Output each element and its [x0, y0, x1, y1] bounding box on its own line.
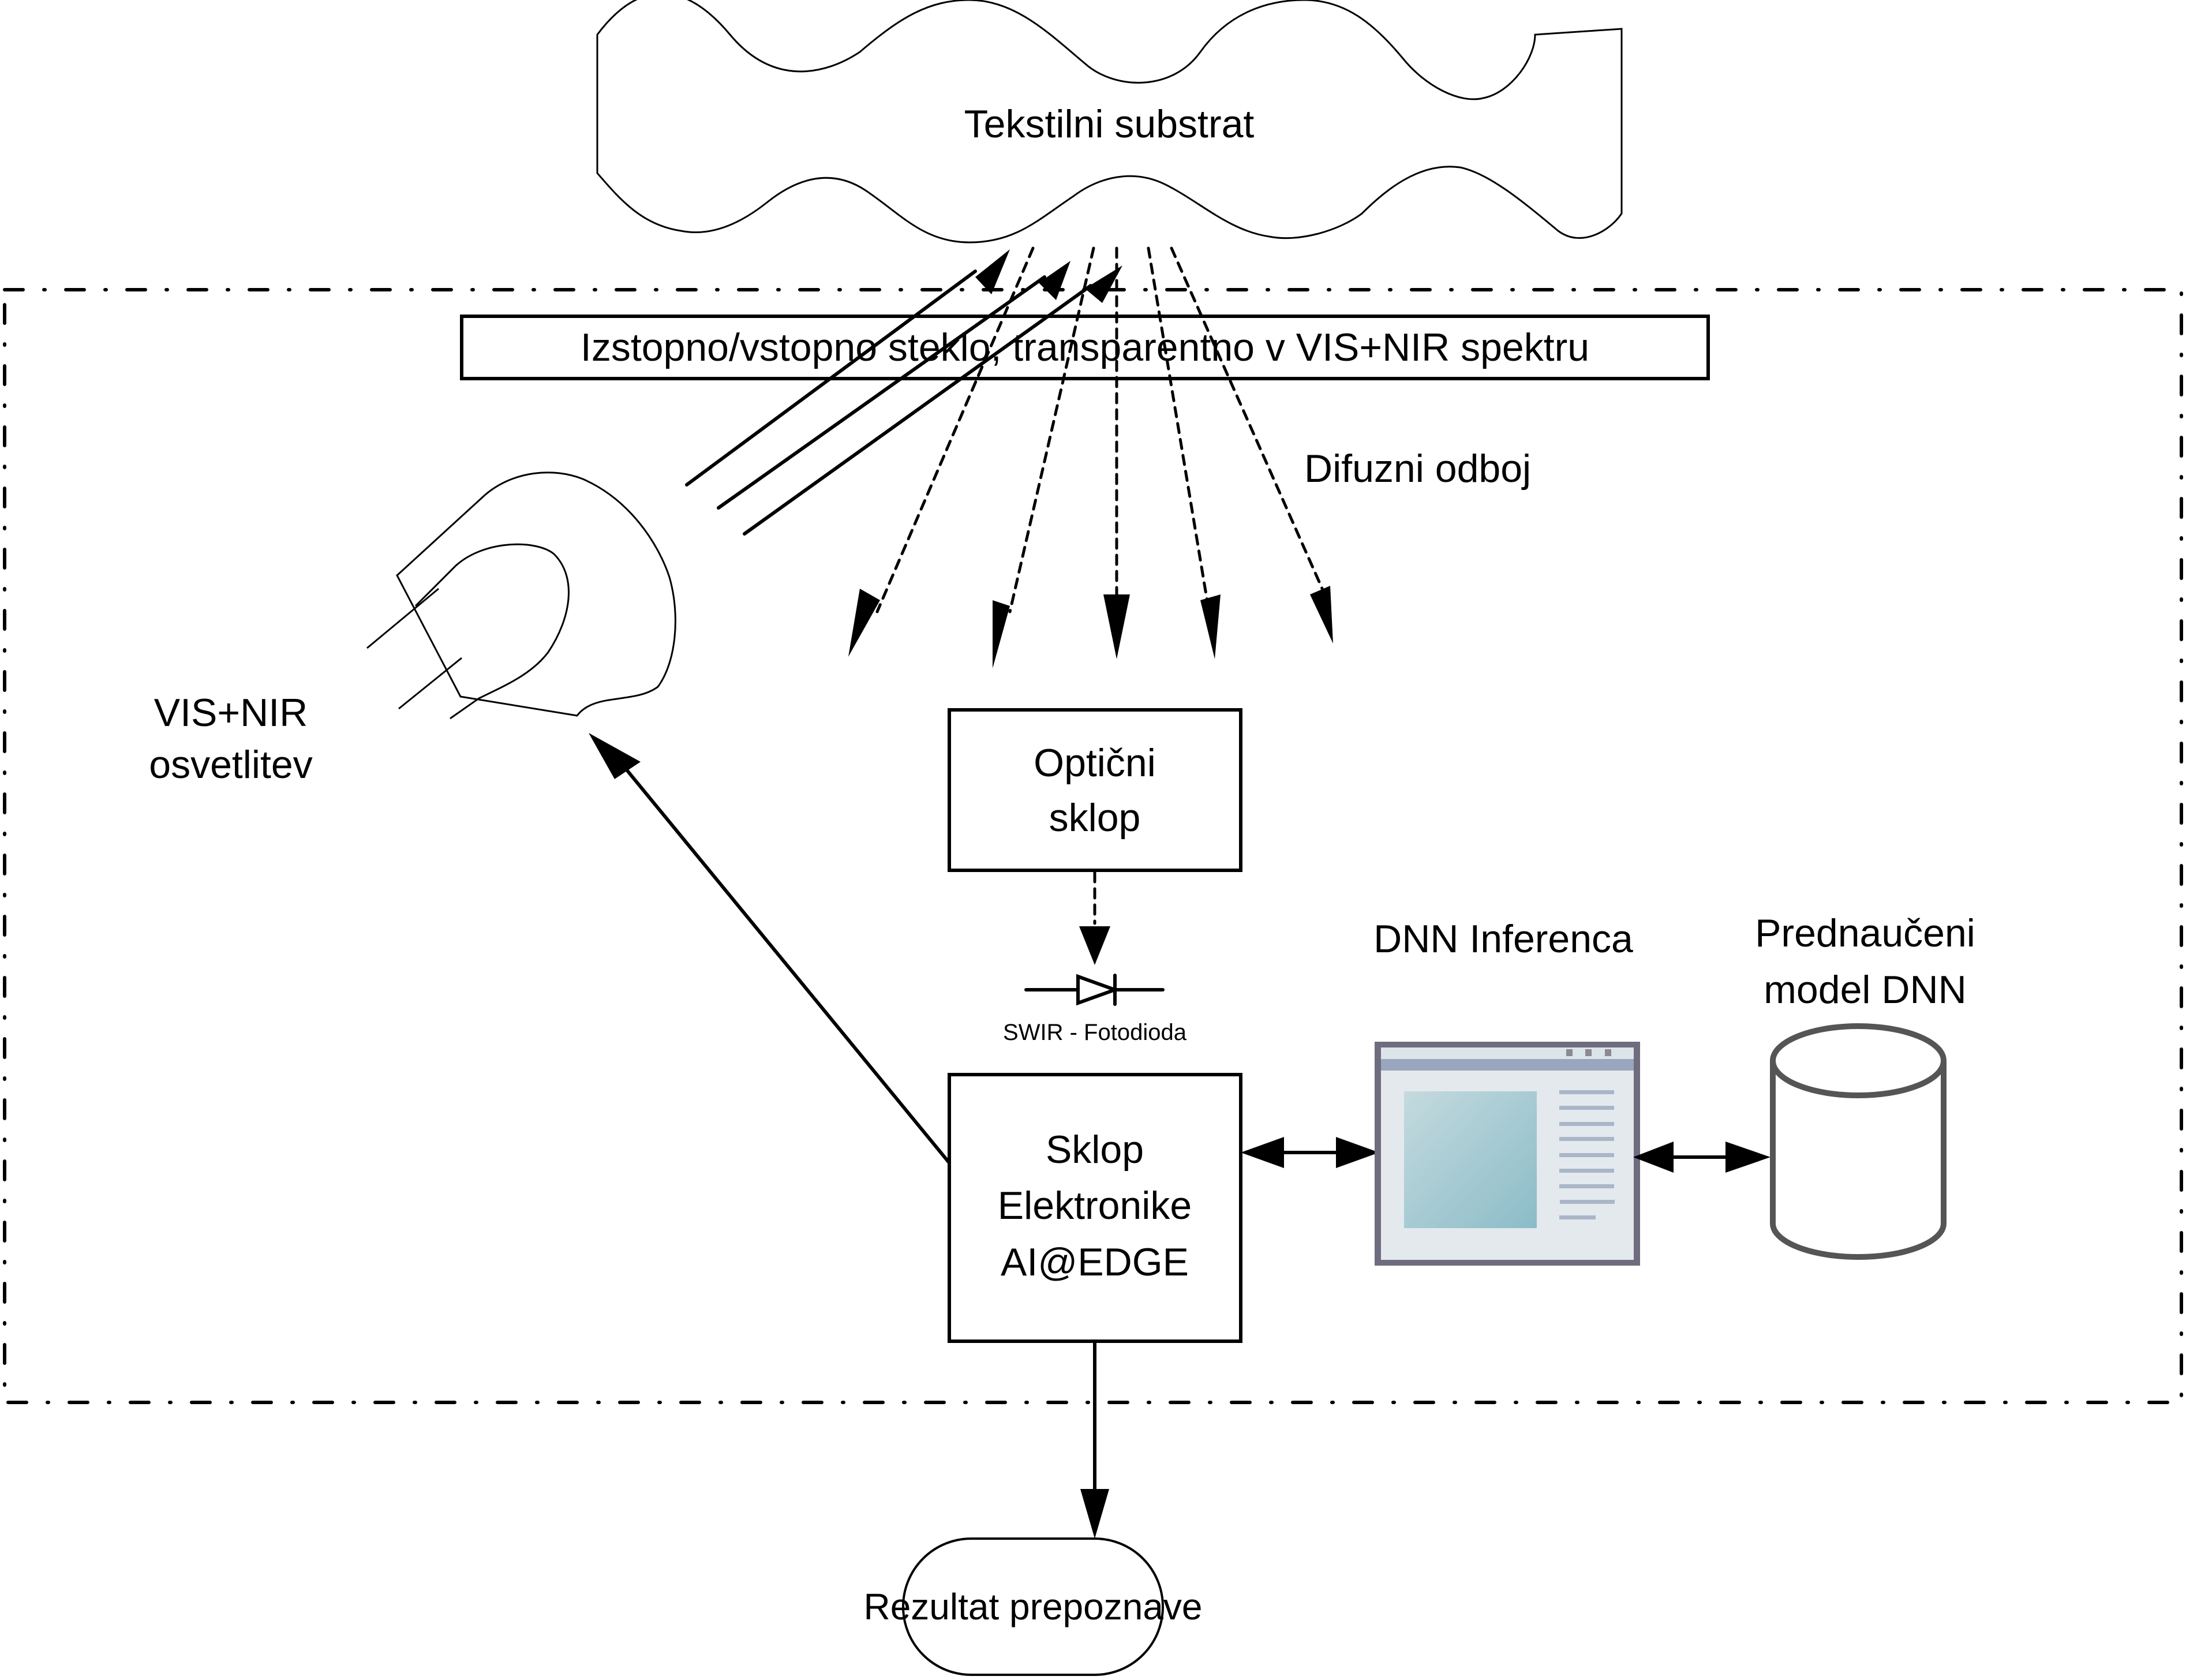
window-button-maximize: [1585, 1049, 1592, 1056]
diffuse-ray-4: [1147, 246, 1211, 613]
diffuse-ray-5: [1170, 246, 1329, 602]
recognition-result[interactable]: Rezultat prepoznave: [863, 1537, 1203, 1676]
cylinder-top: [1770, 1023, 1947, 1098]
model-label-line1: Prednaučeni: [1755, 911, 1975, 955]
database-cylinder-icon[interactable]: [1770, 1023, 1947, 1260]
window-titlebar-top: [1381, 1047, 1634, 1059]
result-label: Rezultat prepoznave: [863, 1586, 1202, 1627]
diode-icon: [1024, 974, 1165, 1006]
electronics-label-line2: Elektronike: [998, 1184, 1192, 1228]
substrate-shape: [596, 0, 1623, 244]
incident-ray-2: [717, 275, 1046, 510]
optical-assembly[interactable]: Optični sklop: [948, 708, 1242, 872]
electronics-assembly-box[interactable]: [948, 1073, 1242, 1343]
window-button-close: [1605, 1049, 1611, 1056]
diffuse-ray-5-head: [1310, 586, 1333, 643]
device-enclosure-boundary: [3, 288, 2183, 1404]
incident-light-rays: [685, 249, 1122, 536]
lamp-lead-2: [398, 657, 462, 710]
optical-assembly-label-line1: Optični: [1034, 741, 1156, 785]
electronics-label-line1: Sklop: [1046, 1128, 1144, 1172]
photodiode: SWIR - Fotodioda: [1003, 974, 1187, 1045]
diffuse-ray-2: [1008, 246, 1095, 613]
diffuse-ray-3-head: [1103, 594, 1130, 659]
incident-ray-1: [685, 270, 977, 487]
window-titlebar: [1381, 1059, 1634, 1071]
result-terminal-shape[interactable]: [902, 1537, 1164, 1676]
glass-window-label: Izstopno/vstopno steklo, transparentno v…: [581, 325, 1589, 369]
electronics-assembly[interactable]: Sklop Elektronike AI@EDGE: [948, 1073, 1242, 1343]
link-arrow-left: [1241, 1137, 1284, 1168]
application-window-icon[interactable]: [1375, 1042, 1640, 1266]
light-source: VIS+NIR osvetlitev: [149, 472, 676, 787]
electronics-inference-link: [1241, 1137, 1379, 1168]
optical-assembly-label-line2: sklop: [1049, 796, 1141, 840]
illumination-label-line2: osvetlitev: [149, 743, 312, 787]
link-arrow-right: [1336, 1137, 1379, 1168]
dnn-inference[interactable]: DNN Inferenca: [1373, 917, 1640, 1266]
photodiode-label: SWIR - Fotodioda: [1003, 1020, 1187, 1045]
incident-ray-3-head: [1085, 265, 1122, 303]
incident-ray-3: [743, 284, 1092, 536]
textile-substrate: Tekstilni substrat: [596, 0, 1623, 244]
glass-window: Izstopno/vstopno steklo, transparentno v…: [460, 315, 1710, 380]
incident-ray-1-head: [975, 249, 1010, 294]
link-arrow-left: [1633, 1142, 1674, 1173]
window-text-lines: [1559, 1090, 1615, 1219]
substrate-label: Tekstilni substrat: [964, 102, 1255, 146]
diffuse-reflection-label: Difuzni odboj: [1304, 447, 1531, 491]
control-link-to-light: [609, 749, 951, 1165]
optical-assembly-box[interactable]: [948, 708, 1242, 872]
diffuse-ray-1: [875, 246, 1035, 613]
diffuse-ray-1-head: [848, 589, 880, 657]
diffuse-ray-4-head: [1200, 594, 1221, 659]
optical-to-photodiode-arrowhead: [1079, 926, 1110, 965]
inference-model-link: [1633, 1142, 1770, 1173]
electronics-label-line3: AI@EDGE: [1001, 1240, 1189, 1284]
lamp-icon: [396, 472, 676, 717]
window-button-minimize: [1566, 1049, 1573, 1056]
lamp-inner-curve: [414, 543, 570, 720]
lamp-lead-1: [366, 588, 439, 649]
diode-triangle: [1076, 974, 1120, 1006]
pretrained-model[interactable]: Prednaučeni model DNN: [1755, 911, 1975, 1260]
diffuse-reflection-rays: Difuzni odboj: [848, 246, 1531, 668]
illumination-label-line1: VIS+NIR: [154, 691, 308, 735]
output-arrowhead: [1080, 1489, 1109, 1539]
model-label-line2: model DNN: [1764, 968, 1966, 1012]
window-image-panel: [1404, 1091, 1537, 1228]
incident-ray-2-head: [1039, 261, 1070, 300]
cylinder-body: [1770, 1062, 1947, 1260]
control-link-arrowhead: [589, 733, 641, 779]
glass-window-box: [460, 315, 1710, 380]
diffuse-ray-2-head: [993, 600, 1010, 668]
inference-label: DNN Inferenca: [1373, 917, 1633, 961]
link-arrow-right: [1725, 1142, 1770, 1173]
